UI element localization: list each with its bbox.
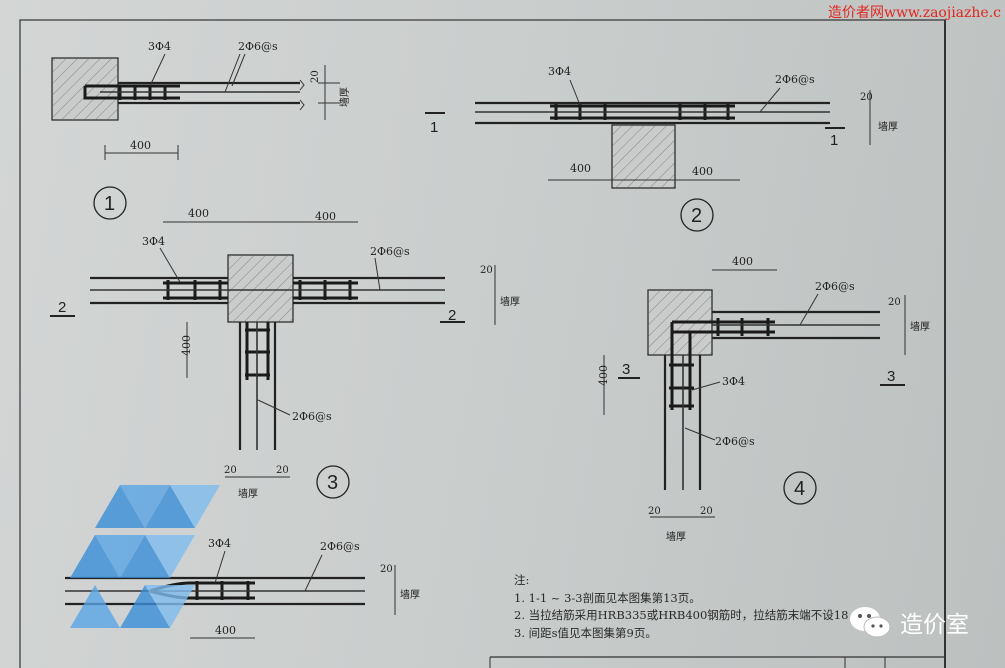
dim-400: 400 bbox=[188, 207, 209, 220]
label-rebar: 2Φ6@s bbox=[370, 245, 410, 258]
dim-wall: 墙厚 bbox=[400, 588, 420, 601]
label-rebar: 2Φ6@s bbox=[320, 540, 360, 553]
dim-wall: 墙厚 bbox=[500, 295, 520, 308]
label-ties: 3Φ4 bbox=[548, 65, 571, 78]
label-ties: 3Φ4 bbox=[148, 40, 171, 53]
detail-number-4: 4 bbox=[794, 478, 805, 500]
dim-wall: 墙厚 bbox=[666, 530, 686, 543]
label-ties: 3Φ4 bbox=[208, 537, 231, 550]
dim-400: 400 bbox=[692, 165, 713, 178]
dim-400: 400 bbox=[597, 365, 610, 386]
label-rebar: 2Φ6@s bbox=[292, 410, 332, 423]
label-rebar: 2Φ6@s bbox=[715, 435, 755, 448]
brand-badge: 造价室 bbox=[848, 604, 969, 640]
detail-1: 3Φ4 2Φ6@s 400 20 墙厚 1 bbox=[51, 40, 351, 220]
dim-20: 20 bbox=[224, 465, 237, 476]
dim-20: 20 bbox=[700, 506, 713, 517]
section-mark-2: 2 bbox=[448, 307, 456, 324]
section-mark-1: 1 bbox=[830, 132, 838, 149]
notes: 注: 1. 1-1 ~ 3-3剖面见本图集第13页。 2. 当拉结筋采用HRB3… bbox=[514, 572, 848, 642]
dim-400: 400 bbox=[315, 210, 336, 223]
watermark-text: 造价者网www.zaojiazhe.c bbox=[827, 5, 1001, 21]
dim-400: 400 bbox=[180, 335, 193, 356]
dim-20: 20 bbox=[480, 265, 493, 276]
dim-20: 20 bbox=[380, 564, 393, 575]
note-item: 1. 1-1 ~ 3-3剖面见本图集第13页。 bbox=[514, 590, 701, 605]
dim-400: 400 bbox=[732, 255, 753, 268]
dim-20: 20 bbox=[648, 506, 661, 517]
detail-number-3: 3 bbox=[327, 472, 338, 494]
dim-20: 20 bbox=[310, 70, 321, 83]
label-rebar: 2Φ6@s bbox=[815, 280, 855, 293]
label-rebar: 2Φ6@s bbox=[775, 73, 815, 86]
note-item: 2. 当拉结筋采用HRB335或HRB400钢筋时，拉结筋末端不设18 bbox=[514, 608, 849, 622]
detail-number-1: 1 bbox=[104, 193, 115, 215]
dim-400: 400 bbox=[570, 162, 591, 175]
label-ties: 3Φ4 bbox=[142, 235, 165, 248]
section-mark-3: 3 bbox=[622, 361, 630, 378]
wechat-icon bbox=[850, 607, 891, 638]
notes-title: 注: bbox=[514, 573, 530, 587]
section-mark-1: 1 bbox=[430, 119, 438, 136]
section-mark-2: 2 bbox=[58, 299, 66, 316]
dim-400: 400 bbox=[130, 139, 151, 152]
dim-400: 400 bbox=[215, 624, 236, 637]
note-item: 3. 间距s值见本图集第9页。 bbox=[514, 625, 657, 640]
dim-20: 20 bbox=[276, 465, 289, 476]
detail-3: 3Φ4 2Φ6@s 2Φ6@s 400 400 400 2 2 20 墙厚 20… bbox=[50, 207, 520, 500]
dim-wall: 墙厚 bbox=[878, 120, 898, 133]
dim-wall: 墙厚 bbox=[910, 320, 930, 333]
watermark-logo bbox=[70, 485, 220, 628]
dim-wall: 墙厚 bbox=[238, 487, 258, 500]
dim-wall: 墙厚 bbox=[338, 87, 351, 107]
detail-2: 3Φ4 2Φ6@s 400 400 1 1 20 墙厚 2 bbox=[425, 65, 898, 232]
brand-name: 造价室 bbox=[900, 612, 969, 638]
detail-number-2: 2 bbox=[691, 205, 702, 227]
dim-20: 20 bbox=[888, 297, 901, 308]
label-ties: 3Φ4 bbox=[722, 375, 745, 388]
detail-4: 3Φ4 2Φ6@s 2Φ6@s 400 400 3 3 20 墙厚 20 20 … bbox=[597, 255, 930, 543]
dim-20: 20 bbox=[860, 92, 873, 103]
section-mark-3: 3 bbox=[887, 368, 895, 385]
label-rebar: 2Φ6@s bbox=[238, 40, 278, 53]
